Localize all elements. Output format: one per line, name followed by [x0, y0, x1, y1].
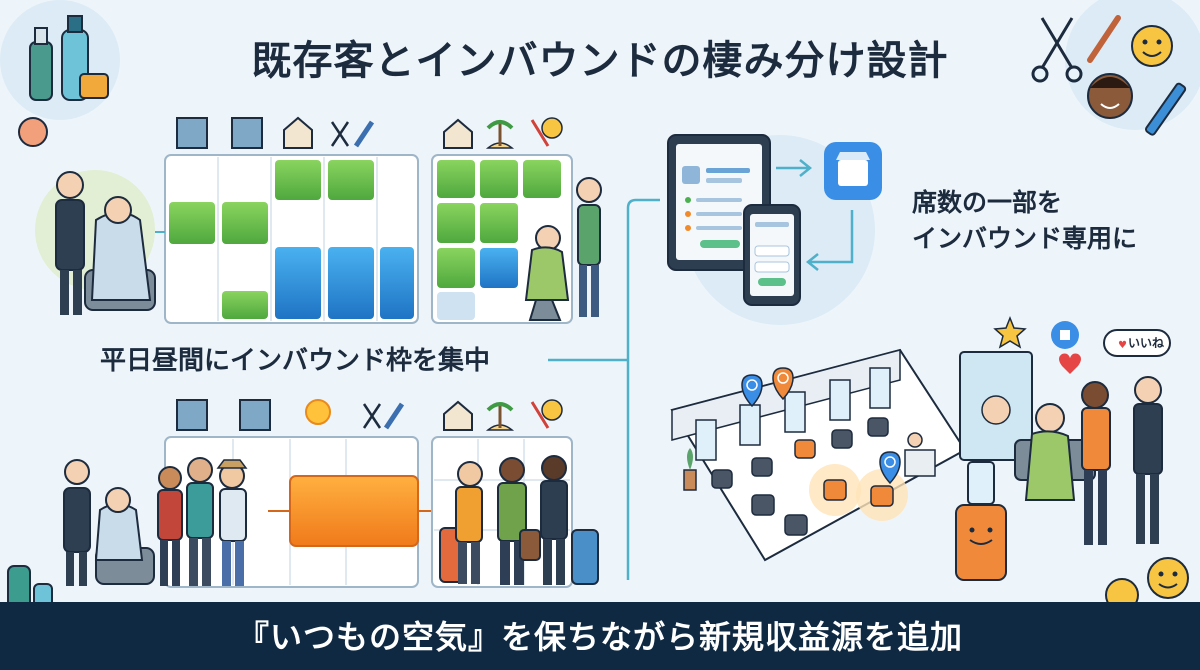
connector-line: [626, 198, 660, 580]
scissors-comb-icon: [362, 402, 405, 430]
slot-green: [169, 160, 374, 319]
svg-text:♥: ♥: [1118, 340, 1127, 351]
like-badge: ♥: [1103, 329, 1171, 357]
phone-illustration: [743, 204, 801, 306]
salon-floorplan-illustration: [670, 348, 967, 562]
scissors-icon: [1031, 17, 1083, 83]
note-line-2: インバウンド専用に: [912, 224, 1138, 253]
no-salon-smile-icon: [530, 117, 563, 147]
shop-booking-icon: [824, 142, 882, 200]
compact-icon: [18, 117, 48, 147]
globe-pin-icon: [741, 367, 901, 485]
slot-blue: [480, 248, 518, 288]
bottom-banner-text: 『いつもの空気』を保ちながら新規収益源を追加: [236, 618, 963, 656]
scissors-comb-icon: [330, 120, 375, 148]
salon-mirror-scene: [955, 351, 1163, 581]
star-icon: [993, 315, 1027, 349]
arrow-back-icon: [805, 210, 854, 271]
tourists-group: [157, 457, 248, 586]
arrow-right-icon: [776, 159, 813, 177]
stylist-customer-illustration: [63, 459, 155, 586]
comb-icon: [1145, 82, 1187, 136]
page-title: 既存客とインバウンドの棲み分け設計: [251, 38, 949, 84]
face-icon: [1087, 73, 1133, 119]
beach-icon: [485, 120, 515, 149]
tourists-group: [439, 455, 599, 585]
cosmetics-icon: [29, 15, 109, 101]
house-icon: [283, 116, 313, 149]
brush-icon: [1087, 15, 1121, 63]
slot-blue: [275, 247, 414, 319]
inbound-seat-note: 席数の一部を インバウンド専用に: [912, 185, 1137, 257]
note-line-1: 席数の一部を: [912, 188, 1063, 217]
heart-icon: [1059, 353, 1081, 374]
smiley-icon: [1131, 25, 1173, 67]
bottom-banner: [0, 602, 1200, 670]
beach-icon: [485, 402, 515, 431]
stylist-customer-illustration: [55, 171, 156, 315]
slot-green: [437, 160, 561, 288]
like-badge-text: いいね: [1128, 336, 1165, 350]
thumbs-up-icon: [1051, 321, 1079, 349]
house-icon: [443, 118, 473, 149]
house-icon: [443, 400, 473, 431]
weekday-label: 平日昼間にインバウンド枠を集中: [100, 346, 491, 376]
stylist-customer-illustration: [524, 177, 602, 321]
no-salon-smile-icon: [530, 399, 563, 429]
building-icon: [176, 399, 271, 431]
slot-empty: [437, 292, 475, 320]
slot-orange: [289, 475, 419, 547]
building-icon: [176, 117, 263, 149]
